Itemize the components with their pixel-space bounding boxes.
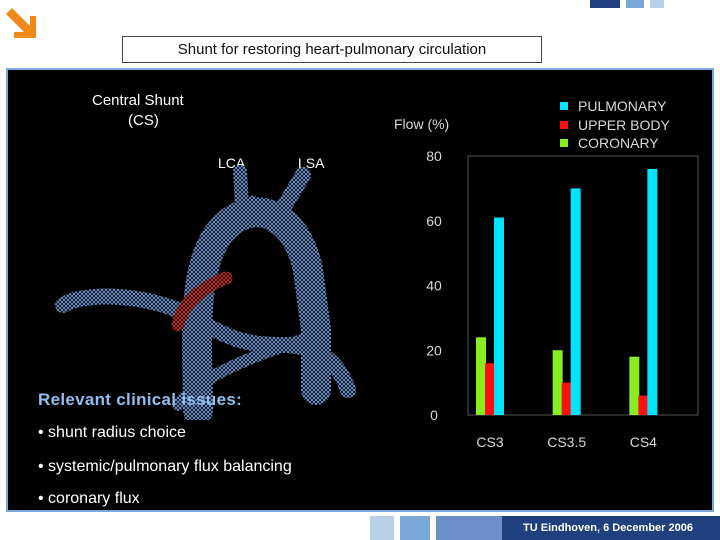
legend-label-coronary: CORONARY [578, 135, 659, 151]
aortic-arch [182, 197, 331, 420]
y-tick-label: 20 [426, 342, 442, 358]
y-tick-label: 0 [430, 407, 438, 423]
y-tick-label: 80 [426, 150, 442, 164]
clinical-heading: Relevant clinical issues: [38, 390, 243, 409]
bar-upper-body-cs3-5 [561, 382, 572, 415]
legend-swatch-pulmonary [560, 102, 568, 110]
content-panel: Central Shunt (CS) LCA LSA Relevant clin… [6, 68, 714, 512]
legend-label-pulmonary: PULMONARY [578, 98, 667, 114]
chart-ylabel: Flow (%) [394, 116, 450, 132]
x-category-label: CS4 [630, 434, 657, 450]
pulmonary-trunk [172, 329, 324, 411]
clinical-item-flux: • systemic/pulmonary flux balancing [38, 458, 292, 475]
label-lsa: LSA [298, 155, 325, 171]
y-tick-label: 40 [426, 278, 442, 294]
x-category-label: CS3.5 [547, 434, 586, 450]
legend-coronary: CORONARY [560, 135, 659, 151]
arrow-logo-icon [6, 8, 36, 38]
diagram-title: Central Shunt [92, 92, 184, 109]
clinical-item-coronary: • coronary flux [38, 490, 140, 507]
bar-upper-body-cs4 [638, 395, 649, 415]
legend-label-upper-body: UPPER BODY [578, 117, 670, 133]
vessel-illustration [55, 165, 356, 420]
lsa-vessel [265, 167, 311, 233]
slide-title: Shunt for restoring heart-pulmonary circ… [122, 36, 542, 63]
legend-pulmonary: PULMONARY [560, 98, 666, 114]
central-shunt [171, 271, 233, 332]
x-category-label: CS3 [476, 434, 503, 450]
bar-pulmonary-cs3 [494, 217, 504, 415]
plot-frame [467, 155, 699, 416]
bar-coronary-cs3-5 [552, 350, 563, 415]
legend-upper-body: UPPER BODY [560, 117, 670, 133]
footer-bar [370, 516, 720, 540]
clinical-item-radius: • shunt radius choice [38, 424, 186, 441]
lca-vessel [233, 165, 250, 227]
bar-upper-body-cs3 [485, 363, 495, 415]
legend-swatch-coronary [560, 139, 568, 147]
header-stripe [590, 0, 720, 8]
y-tick-label: 60 [426, 213, 442, 229]
legend-swatch-upper-body [560, 121, 568, 129]
bar-coronary-cs3 [476, 337, 486, 415]
branch-vessel [248, 195, 263, 225]
bar-coronary-cs4 [629, 356, 640, 415]
bar-pulmonary-cs3-5 [570, 188, 581, 415]
pulmonary-artery [55, 288, 356, 398]
university-logo [0, 0, 48, 54]
footer-text: TU Eindhoven, 6 December 2006 [523, 522, 693, 534]
diagram-subtitle: (CS) [128, 112, 159, 129]
bar-pulmonary-cs4 [647, 168, 658, 415]
